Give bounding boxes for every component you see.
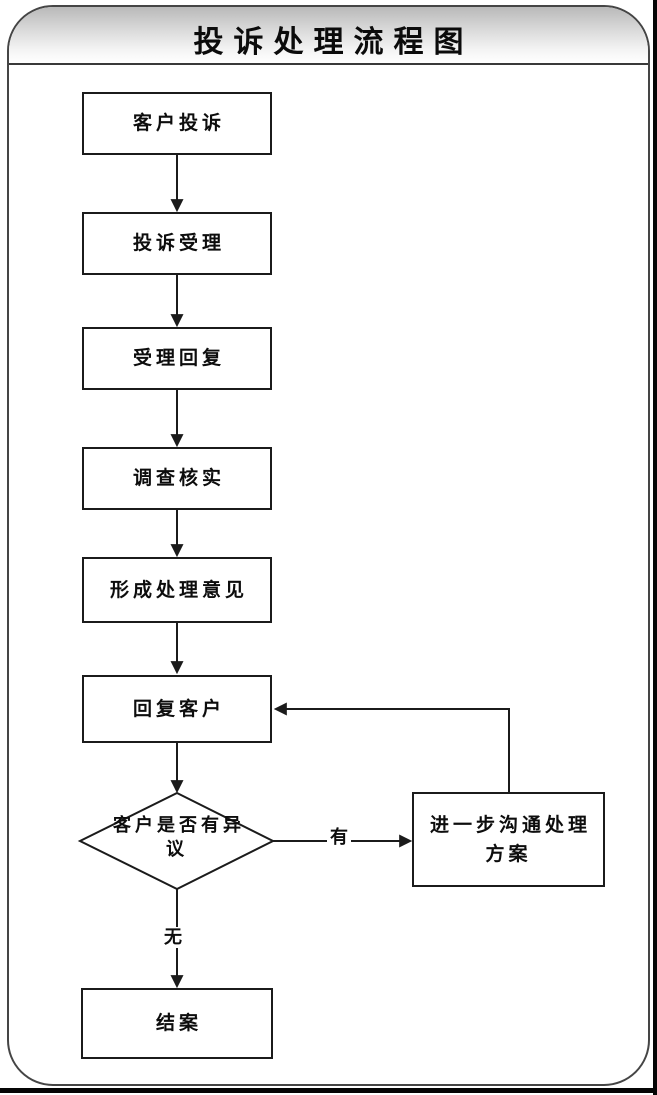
node-further-communication: 进一步沟通处理 方案 (412, 792, 605, 887)
decision-diamond-shape (77, 791, 276, 891)
edge-label-yes: 有 (327, 827, 351, 848)
flowchart-header: 投诉处理流程图 (9, 7, 648, 65)
node-acceptance-reply: 受理回复 (82, 327, 272, 390)
node-reply-customer: 回复客户 (82, 675, 272, 743)
node-customer-complaint-label: 客户投诉 (132, 112, 225, 134)
edge-label-no: 无 (161, 927, 185, 948)
node-further-communication-label: 进一步沟通处理 方案 (429, 813, 591, 865)
scan-edge-bottom (0, 1088, 657, 1093)
node-form-handling-opinion-label: 形成处理意见 (109, 578, 248, 601)
node-acceptance-reply-label: 受理回复 (132, 347, 225, 369)
scan-edge-right (653, 0, 657, 1095)
flowchart-frame: 投诉处理流程图 (7, 5, 650, 1086)
edge-feedback-to-reply-customer (273, 702, 510, 792)
node-close-case: 结案 (81, 988, 273, 1059)
node-decision-label: 客户是否有异 议 (113, 815, 245, 860)
node-complaint-acceptance: 投诉受理 (82, 212, 272, 275)
node-close-case-label: 结案 (155, 1012, 202, 1034)
node-investigation-verification: 调查核实 (82, 447, 272, 510)
node-reply-customer-label: 回复客户 (132, 697, 225, 720)
node-complaint-acceptance-label: 投诉受理 (132, 232, 225, 254)
node-form-handling-opinion: 形成处理意见 (82, 557, 272, 623)
node-customer-complaint: 客户投诉 (82, 92, 272, 155)
node-investigation-verification-label: 调查核实 (132, 467, 225, 489)
flowchart-title: 投诉处理流程图 (193, 25, 474, 60)
